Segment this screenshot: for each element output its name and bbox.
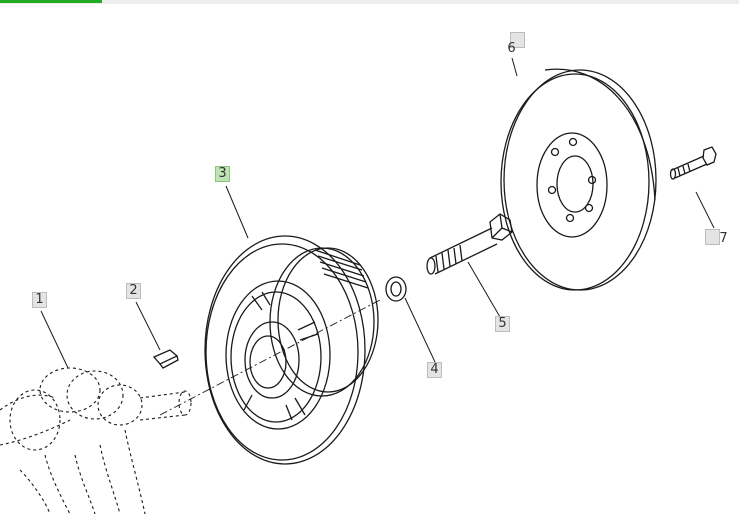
callout-part-6[interactable]: 6	[507, 41, 516, 56]
active-tab-indicator	[0, 0, 102, 3]
callout-part-4[interactable]: 4	[427, 362, 442, 378]
callout-part-7-box[interactable]	[705, 229, 720, 245]
callout-part-5[interactable]: 5	[495, 316, 510, 332]
drive-plate-part	[500, 68, 657, 291]
crankshaft-part	[0, 367, 192, 514]
center-bolt-part	[426, 213, 513, 275]
top-bar	[0, 0, 739, 4]
callout-part-1[interactable]: 1	[32, 292, 47, 308]
callout-part-6-box[interactable]	[510, 32, 525, 48]
washer-part	[385, 276, 407, 302]
woodruff-key-part	[152, 349, 179, 369]
callout-part-3[interactable]: 3	[215, 166, 230, 182]
callout-part-2[interactable]: 2	[126, 283, 141, 299]
crankshaft-pulley-part	[204, 235, 379, 465]
plate-bolt-part	[669, 146, 717, 180]
callout-part-7[interactable]: 7	[719, 231, 728, 246]
leader-lines	[40, 57, 715, 369]
assembly-centerline	[159, 299, 381, 416]
